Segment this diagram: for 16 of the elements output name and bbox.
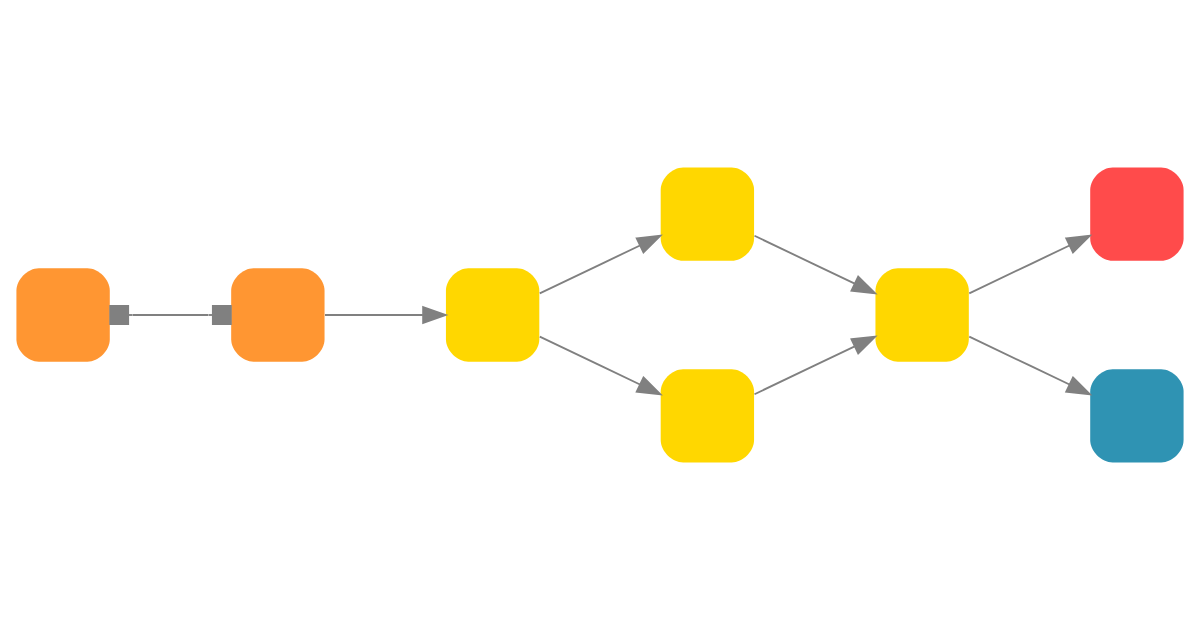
node-box	[231, 268, 325, 362]
node-box	[1090, 167, 1184, 261]
arrow	[753, 234, 878, 295]
node-box	[875, 268, 969, 362]
connector	[109, 305, 232, 325]
arrow	[968, 234, 1093, 295]
node-box	[16, 268, 110, 362]
arrow	[538, 335, 663, 396]
arrow	[753, 335, 878, 396]
arrow	[968, 335, 1093, 396]
node-box	[660, 369, 755, 463]
node-box	[445, 268, 540, 362]
node-box	[1090, 369, 1184, 463]
arrow	[324, 305, 449, 325]
node-box	[660, 167, 755, 261]
arrow	[538, 234, 663, 295]
